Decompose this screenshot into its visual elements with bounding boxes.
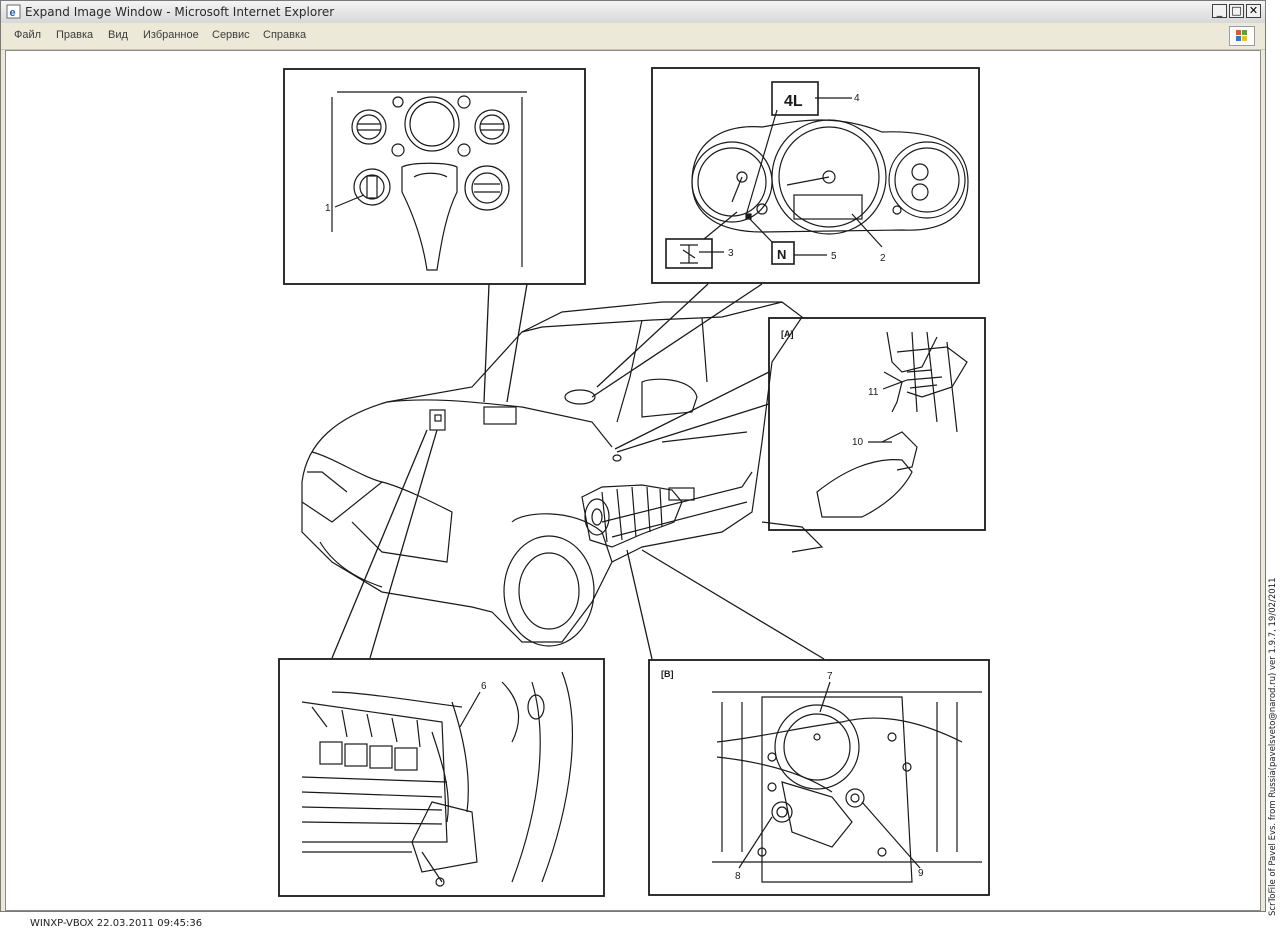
callout-11: 11 (868, 387, 879, 398)
svg-text:e: e (10, 7, 16, 19)
callout-9: 9 (918, 868, 924, 879)
maximize-button[interactable]: □ (1229, 4, 1244, 18)
low-range-indicator: 4L (784, 93, 803, 110)
minimize-button[interactable]: _ (1212, 4, 1227, 18)
menu-help[interactable]: Справка (263, 29, 307, 41)
image-viewport: 1 2 3 4 5 6 7 8 9 10 11 [A] [B] 4L N (5, 50, 1261, 911)
side-credit: ScrToFile of Pavel Evs. from Russia(pave… (1268, 577, 1278, 916)
windows-flag-icon (1229, 26, 1255, 46)
callout-4: 4 (854, 93, 860, 104)
menu-bar: Файл Правка Вид Избранное Сервис Справка (1, 23, 1265, 50)
menu-tools[interactable]: Сервис (212, 29, 250, 41)
panel-b-transfer-actuator (648, 659, 990, 896)
callout-7: 7 (827, 671, 833, 682)
panel-label-b: [B] (661, 669, 674, 679)
callout-3: 3 (728, 248, 734, 259)
browser-window: e Expand Image Window - Microsoft Intern… (0, 0, 1266, 912)
panel-instrument-cluster (651, 67, 980, 284)
panel-a-transfer-lever (768, 317, 986, 531)
neutral-indicator: N (777, 247, 786, 262)
window-title: Expand Image Window - Microsoft Internet… (25, 5, 335, 19)
menu-file[interactable]: Файл (14, 29, 42, 41)
vehicle-outline (301, 301, 824, 647)
ie-page-icon: e (6, 4, 21, 19)
callout-2: 2 (880, 253, 886, 264)
menu-view[interactable]: Вид (108, 29, 128, 41)
close-button[interactable]: ✕ (1246, 4, 1261, 18)
callout-10: 10 (852, 437, 864, 448)
panel-console-switch (283, 68, 586, 285)
menu-favorites[interactable]: Избранное (143, 29, 199, 41)
callout-6: 6 (481, 681, 487, 692)
panel-label-a: [A] (781, 329, 794, 339)
machine-stamp: WINXP-VBOX 22.03.2011 09:45:36 (30, 918, 203, 929)
transfer-case-diagram: 1 2 3 4 5 6 7 8 9 10 11 [A] [B] 4L N (278, 67, 990, 897)
callout-5: 5 (831, 251, 837, 262)
panel-engine-bay (278, 658, 605, 897)
title-bar[interactable]: e Expand Image Window - Microsoft Intern… (1, 1, 1265, 24)
callout-8: 8 (735, 871, 741, 882)
panel-leader-lines (331, 283, 825, 660)
menu-edit[interactable]: Правка (56, 29, 94, 41)
transfer-case (581, 484, 695, 548)
callout-1: 1 (325, 203, 331, 214)
